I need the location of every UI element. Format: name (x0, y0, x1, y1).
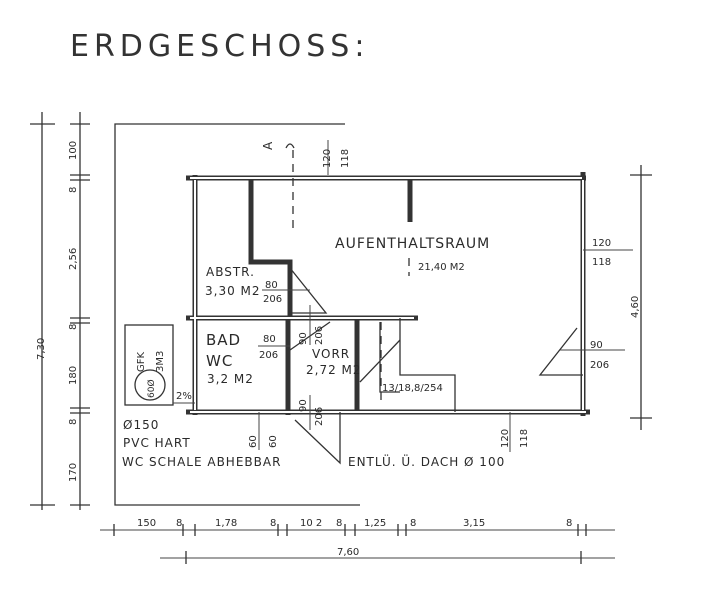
dimension-label: 8 (270, 518, 276, 529)
dimension-label: 10 2 (300, 518, 322, 529)
dimension-label: 206 (590, 360, 609, 371)
dimension-label: 206 (259, 350, 278, 361)
door-swings (289, 267, 583, 465)
pipe-note: Ø150 (123, 418, 159, 432)
room-name-abstr: ABSTR. (206, 265, 255, 279)
dimension-label: 150 (137, 518, 156, 529)
dimension-label: 170 (68, 463, 79, 482)
section-line-a: A (261, 141, 410, 400)
dimension-label: 100 (68, 141, 79, 160)
dimension-label: 206 (263, 294, 282, 305)
dimension-label: GFK (136, 351, 147, 372)
dimension-label: 7,60 (337, 547, 359, 558)
dimension-right: 4,60 (630, 165, 652, 430)
dimension-label: 2,56 (68, 248, 79, 270)
dimension-label: 90 (298, 399, 309, 412)
dimension-left: 7,30 100 8 2,56 8 180 8 170 (30, 112, 90, 510)
dimension-label: 118 (592, 257, 611, 268)
dimension-label: 206 (314, 407, 325, 426)
room-name-bad: BAD (206, 331, 241, 349)
dimension-label: 80 (263, 334, 276, 345)
room-name-wc: WC (206, 352, 233, 370)
opening-right-window: 120 118 (583, 238, 633, 268)
dimension-bottom: 150 8 1,78 8 10 2 8 1,25 8 3,15 8 7,60 (100, 518, 615, 564)
dimension-label: 1,25 (364, 518, 386, 529)
wc-note: WC SCHALE ABHEBBAR (122, 455, 281, 469)
dimension-label: 8 (68, 419, 79, 425)
plan-title: ERDGESCHOSS: (70, 29, 369, 64)
dimension-label: 80 (265, 280, 278, 291)
vent-note: ENTLÜ. Ü. DACH Ø 100 (348, 453, 505, 469)
room-name-vorr: VORR (312, 347, 350, 361)
opening-small-window: 60 60 (248, 412, 279, 450)
dimension-label: 8 (410, 518, 416, 529)
dimension-label: 4,60 (630, 296, 641, 318)
dimension-label: 8 (566, 518, 572, 529)
stair: 13/18,8/254 (359, 318, 456, 412)
opening-right-door: 90 206 (560, 340, 625, 371)
dimension-label: 7,30 (36, 338, 47, 360)
pvc-note: PVC HART (123, 436, 191, 450)
opening-top-window: 120 118 (322, 140, 351, 175)
dimension-label: 60Ø (146, 379, 157, 398)
septic-tank: GFK 3M3 60Ø 2% (124, 324, 195, 406)
dimension-label: 8 (336, 518, 342, 529)
dimension-label: 8 (68, 324, 79, 330)
room-name-main: AUFENTHALTSRAUM (335, 236, 490, 252)
dimension-label: 118 (519, 429, 530, 448)
dimension-label: 90 (298, 332, 309, 345)
opening-bad-door: 80 206 (258, 334, 290, 361)
room-area-main: 21,40 M2 (418, 262, 465, 273)
dimension-label: 206 (314, 326, 325, 345)
slope-note: 2% (176, 391, 192, 402)
dimension-label: 90 (590, 340, 603, 351)
dimension-label: 120 (500, 429, 511, 448)
dimension-label: 60 (268, 435, 279, 448)
opening-bottom-window: 120 118 (500, 412, 530, 452)
dimension-label: 3M3 (155, 351, 166, 372)
dimension-label: 3,15 (463, 518, 485, 529)
dimension-label: 180 (68, 366, 79, 385)
plot-boundary (114, 123, 360, 506)
walls (186, 172, 590, 416)
dimension-label: 60 (248, 435, 259, 448)
dimension-label: 120 (592, 238, 611, 249)
dimension-label: 118 (340, 149, 351, 168)
section-mark: A (261, 141, 275, 150)
opening-entry-door: 90 206 (298, 395, 325, 430)
dimension-label: 8 (176, 518, 182, 529)
dimension-label: 8 (68, 187, 79, 193)
opening-abstr-door: 80 206 (262, 280, 310, 305)
dimension-label: 1,78 (215, 518, 237, 529)
room-area-abstr: 3,30 M2 (205, 284, 261, 298)
dimension-label: 120 (322, 149, 333, 168)
opening-vorr-door: 90 206 (298, 305, 325, 345)
room-area-bad: 3,2 M2 (207, 372, 254, 386)
stair-label: 13/18,8/254 (382, 383, 443, 394)
room-area-vorr: 2,72 M2 (306, 363, 362, 377)
